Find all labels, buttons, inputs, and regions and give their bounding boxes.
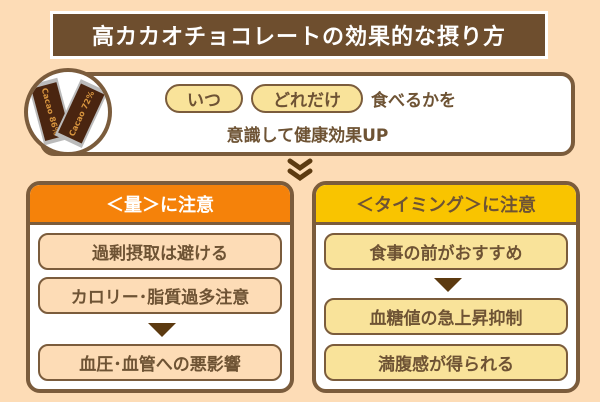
intro-line-2: 意識して健康効果UP [226,126,389,146]
page-title: 高カカオチョコレートの効果的な摂り方 [50,11,548,59]
timing-item: 血糖値の急上昇抑制 [324,298,568,335]
chocolate-bars-icon: Cacao 86% Cacao 72% [24,68,112,156]
double-chevron-down-icon [287,158,313,182]
timing-panel: ＜タイミング＞に注意 食事の前がおすすめ 血糖値の急上昇抑制 満腹感が得られる [312,181,580,393]
amount-panel: ＜量＞に注意 過剰摂取は避ける カロリー･脂質過多注意 血圧･血管への悪影響 [26,181,294,393]
amount-item: カロリー･脂質過多注意 [38,277,282,314]
amount-header: ＜量＞に注意 [30,185,290,225]
timing-item: 食事の前がおすすめ [324,233,568,270]
timing-header: ＜タイミング＞に注意 [316,185,576,225]
amount-item: 過剰摂取は避ける [38,233,282,270]
down-arrow-icon [434,278,462,292]
timing-item: 満腹感が得られる [324,344,568,381]
intro-line-1: いつ どれだけ 食べるかを [165,84,456,113]
amount-item: 血圧･血管への悪影響 [38,344,282,381]
intro-text: 食べるかを [371,91,456,111]
how-much-pill: どれだけ [251,84,363,113]
down-arrow-icon [148,323,176,337]
when-pill: いつ [165,84,243,113]
